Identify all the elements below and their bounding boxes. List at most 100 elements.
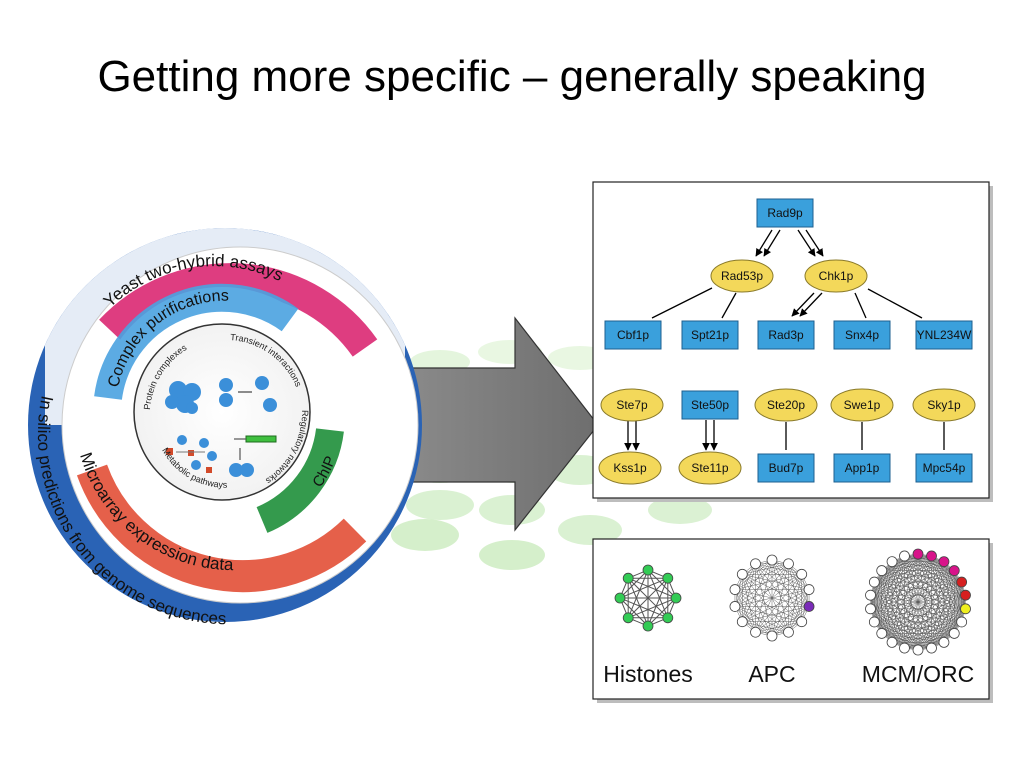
complex-edge xyxy=(904,555,944,562)
network-node: Ste7p xyxy=(600,388,664,422)
complex-node xyxy=(938,556,950,568)
protein-complex-icon xyxy=(165,381,201,414)
complex-edge xyxy=(874,555,905,623)
complex-edge xyxy=(892,642,932,649)
network-node-shape xyxy=(681,390,739,420)
network-node-shape xyxy=(754,388,818,422)
network-node-label: Rad3p xyxy=(768,328,804,342)
complex-edge xyxy=(881,633,919,651)
complex-edge xyxy=(874,621,905,649)
complex-node xyxy=(868,616,880,628)
ring2-red-arc xyxy=(76,464,367,593)
network-node-shape xyxy=(757,320,815,350)
complex-node xyxy=(899,642,910,654)
complex-edge xyxy=(870,581,962,596)
complex-edge xyxy=(627,578,649,627)
complex-node xyxy=(956,576,968,588)
complex-edge xyxy=(904,555,932,649)
network-node: Ste50p xyxy=(681,390,739,420)
complex-edge xyxy=(904,642,944,649)
complex-edge xyxy=(904,555,919,651)
complex-edge xyxy=(874,608,966,623)
complex-edge xyxy=(734,563,756,607)
complex-node xyxy=(766,554,778,566)
network-edge xyxy=(854,292,867,319)
complex-edge xyxy=(931,621,962,649)
complex-edge xyxy=(755,563,810,590)
complex-edge xyxy=(881,570,919,651)
network-node-shape xyxy=(915,453,973,483)
complex-edge xyxy=(881,570,962,623)
complex-edge xyxy=(771,606,810,637)
complex-node xyxy=(662,572,674,584)
complex-edge xyxy=(734,589,789,633)
complex-label-mcm-orc: MCM/ORC xyxy=(862,661,974,687)
network-node-label: App1p xyxy=(845,461,880,475)
complex-edge xyxy=(771,574,802,637)
complex-edge xyxy=(755,621,802,633)
network-node-shape xyxy=(757,453,815,483)
complex-node xyxy=(803,601,815,612)
complex-edge xyxy=(734,574,802,590)
network-node-shape xyxy=(756,198,814,228)
complex-edge xyxy=(904,555,966,596)
complex-node xyxy=(783,626,794,638)
complex-edge xyxy=(734,563,789,607)
network-edge xyxy=(805,229,824,257)
network-node-shape xyxy=(830,388,894,422)
complex-edge xyxy=(904,555,945,643)
complex-edge xyxy=(734,606,789,633)
network-node: Sky1p xyxy=(912,388,976,422)
complex-node xyxy=(736,616,748,628)
network-node: Snx4p xyxy=(833,320,891,350)
complex-edge xyxy=(870,608,932,649)
complex-edge xyxy=(742,574,810,607)
complex-edge xyxy=(881,570,966,610)
network-node: Rad9p xyxy=(756,198,814,228)
complex-edge xyxy=(870,555,905,609)
complex-edge xyxy=(917,633,955,651)
network-edge xyxy=(791,292,815,317)
histones-graph xyxy=(614,564,682,632)
complex-node xyxy=(750,626,761,638)
complex-edge xyxy=(881,553,919,571)
network-node-label: Chk1p xyxy=(819,269,854,283)
complex-edge xyxy=(917,553,945,643)
complex-edge xyxy=(628,577,677,599)
complex-edge xyxy=(755,589,810,633)
network-node: Cbf1p xyxy=(604,320,662,350)
network-edge xyxy=(867,288,923,319)
complex-edge xyxy=(742,574,810,590)
mcm-orc-graph xyxy=(865,548,971,656)
complex-edge xyxy=(734,589,773,637)
complex-node xyxy=(956,616,968,628)
complex-edge xyxy=(870,594,955,634)
complex-node xyxy=(670,592,682,604)
network-edge xyxy=(721,292,737,319)
network-node-shape xyxy=(912,388,976,422)
complex-edge xyxy=(874,581,945,643)
network-node: YNL234W xyxy=(915,320,973,350)
complex-edge xyxy=(870,555,905,596)
network-node-label: Mpc54p xyxy=(923,461,966,475)
complex-edge xyxy=(742,621,789,633)
complex-edge xyxy=(771,559,802,622)
ring3-lightblue-arc xyxy=(94,283,299,401)
complex-edge xyxy=(870,595,905,649)
network-edge xyxy=(799,292,823,317)
complex-edge xyxy=(891,561,905,649)
network-node-label: Ste50p xyxy=(691,398,729,412)
complex-node xyxy=(865,589,876,601)
transient-interaction-icon xyxy=(219,376,277,412)
network-node: App1p xyxy=(833,453,891,483)
complex-node xyxy=(886,636,898,648)
data-source-wheel: In silico predictions from genome sequen… xyxy=(28,228,422,628)
complex-edge xyxy=(742,574,789,633)
network-node-shape xyxy=(833,453,891,483)
network-edges xyxy=(624,229,945,451)
complex-node xyxy=(662,612,674,624)
complex-edge xyxy=(870,608,962,623)
complex-edge xyxy=(734,589,756,633)
complex-edge xyxy=(742,574,773,637)
